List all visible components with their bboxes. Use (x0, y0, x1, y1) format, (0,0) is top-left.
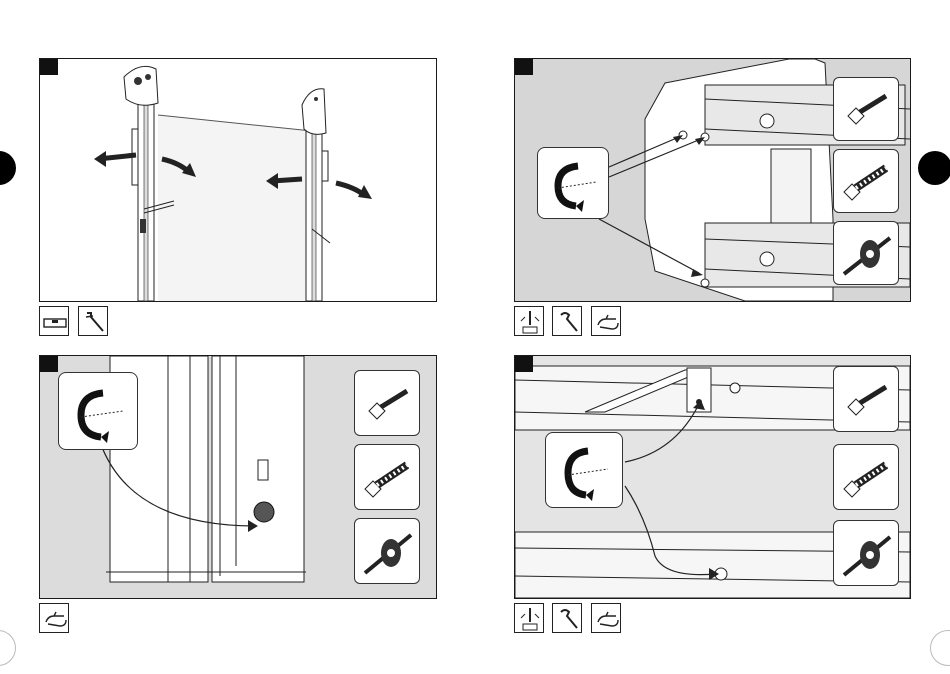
rotate-clockwise-icon (546, 433, 624, 509)
level-icon (39, 306, 69, 336)
anchor-bolt-icon (355, 519, 421, 585)
wall-plug-screw-icon (355, 445, 421, 511)
right-page-corner (930, 630, 950, 666)
anchor-bolt-icon (834, 222, 900, 286)
step-panel-2 (514, 58, 911, 302)
hex-bolt-icon (834, 367, 900, 433)
gate-posts-illustration (40, 59, 436, 301)
hardware-wall-plug-screw (833, 444, 899, 510)
drill-icon (514, 306, 544, 336)
right-thumb-tab (918, 151, 950, 185)
wall-plug-screw-icon (834, 150, 900, 214)
hardware-anchor-bolt (354, 518, 420, 584)
anchor-bolt-icon (834, 521, 900, 587)
hardware-hex-bolt (833, 77, 899, 141)
pipe-wrench-icon (78, 306, 108, 336)
wall-plug-screw-icon (834, 445, 900, 511)
rotation-callout (545, 432, 623, 508)
wrench-icon (552, 306, 582, 336)
hardware-wall-plug-screw (833, 149, 899, 213)
step-panel-1 (39, 58, 437, 302)
hex-bolt-icon (834, 78, 900, 142)
step-panel-4 (514, 355, 911, 599)
hardware-wall-plug-screw (354, 444, 420, 510)
step-marker (40, 59, 58, 75)
step-marker (40, 356, 58, 372)
step-marker (515, 356, 533, 372)
hand-icon (39, 603, 69, 633)
step-marker (515, 59, 533, 75)
hex-bolt-icon (355, 371, 421, 437)
hardware-hex-bolt (833, 366, 899, 432)
wrench-icon (552, 603, 582, 633)
drill-icon (514, 603, 544, 633)
left-thumb-tab (0, 151, 16, 185)
hardware-hex-bolt (354, 370, 420, 436)
hand-icon (591, 306, 621, 336)
rotate-clockwise-icon (59, 373, 139, 451)
step-panel-3 (39, 355, 437, 599)
hand-icon (591, 603, 621, 633)
hardware-anchor-bolt (833, 520, 899, 586)
rotation-callout (537, 147, 609, 219)
left-page-corner (0, 630, 16, 666)
rotate-clockwise-icon (538, 148, 610, 220)
hardware-anchor-bolt (833, 221, 899, 285)
rotation-callout (58, 372, 138, 450)
